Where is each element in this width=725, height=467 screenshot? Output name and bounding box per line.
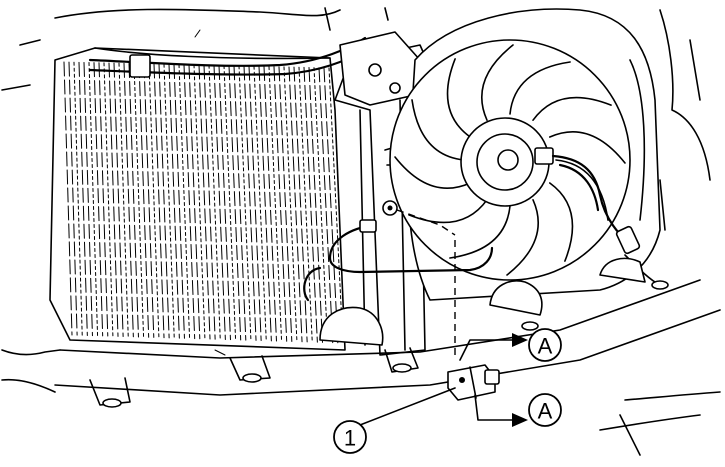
radiator-fin [143, 63, 155, 338]
radiator-fin [203, 64, 216, 340]
radiator-fin [298, 66, 313, 343]
radiator-fin [153, 63, 165, 339]
fan-motor-harness [551, 154, 661, 286]
radiator-fin [288, 66, 303, 343]
fan-blade [506, 199, 540, 276]
radiator-fin [158, 63, 170, 339]
radiator-fin [223, 65, 237, 341]
radiator-fin [63, 61, 73, 336]
callout-part-1-label: 1 [344, 426, 356, 451]
radiator-fin [183, 64, 196, 340]
radiator-fin [263, 65, 277, 342]
sensor-harness [303, 219, 494, 302]
radiator-fin [213, 64, 226, 340]
radiator-fin [243, 65, 257, 341]
radiator-fin [148, 63, 160, 339]
cooling-fan [389, 39, 631, 281]
fan-blade [532, 96, 612, 121]
radiator-fin [163, 63, 175, 339]
radiator-fin [193, 64, 206, 340]
radiator-fin [93, 62, 104, 337]
radiator-fin [98, 62, 109, 337]
fan-blade [509, 61, 571, 115]
fan-blade [555, 159, 609, 221]
radiator-fin [283, 66, 298, 343]
radiator-fin [328, 67, 344, 344]
radiator-fin [208, 64, 221, 340]
radiator-fin [188, 64, 201, 340]
view-a-arrows [459, 333, 528, 427]
radiator-fin [88, 62, 99, 337]
fan-blade [449, 205, 511, 259]
radiator-fin [308, 66, 323, 343]
fan-blade [446, 58, 471, 138]
lower-cross-member [54, 279, 721, 408]
radiator-fin [238, 65, 252, 341]
radiator-fin [68, 61, 78, 336]
ambient-sensor [447, 364, 500, 401]
radiator-fin [83, 61, 93, 337]
fan-blade [411, 99, 465, 161]
radiator-fin [228, 65, 242, 341]
callout-a-lower: A [528, 393, 562, 427]
radiator-fin [253, 65, 267, 342]
radiator-fin [133, 63, 145, 338]
radiator-fin [73, 61, 83, 336]
radiator-fin [113, 62, 124, 337]
radiator-fin [233, 65, 247, 341]
fan-blade [394, 156, 471, 190]
locator-lines [396, 209, 456, 355]
radiator-fin [323, 67, 339, 344]
leader-line [359, 387, 456, 426]
radiator-fin [303, 66, 318, 343]
radiator-fin [123, 62, 134, 338]
radiator-fin [168, 63, 180, 339]
radiator-fin [173, 63, 185, 339]
callout-a-upper: A [528, 328, 562, 362]
vehicle-body-outline [1, 8, 721, 456]
callout-part-1: 1 [333, 387, 456, 454]
radiator-fin [318, 67, 334, 344]
fan-blade [549, 130, 626, 164]
fan-blade [480, 44, 514, 121]
radiator-fin [118, 62, 129, 338]
radiator-fin [128, 62, 139, 338]
radiator-fin [108, 62, 119, 337]
callout-a-upper-label: A [538, 334, 553, 359]
radiator-fin [278, 66, 293, 342]
radiator-fin [198, 64, 211, 340]
radiator-fin [178, 64, 191, 339]
radiator-fin [248, 65, 262, 342]
callout-a-lower-label: A [538, 399, 553, 424]
radiator-fin [218, 64, 231, 341]
radiator-fin [138, 63, 150, 338]
radiator-fin [103, 62, 114, 337]
fan-blade [549, 182, 574, 262]
radiator-fin [313, 67, 329, 343]
radiator-fin [273, 66, 288, 342]
radiator-fin [258, 65, 272, 342]
lower-mounts [319, 257, 646, 346]
radiator-fin [268, 66, 283, 342]
fan-blade [408, 199, 488, 224]
radiator-fin [78, 61, 88, 336]
radiator-core [49, 47, 346, 351]
